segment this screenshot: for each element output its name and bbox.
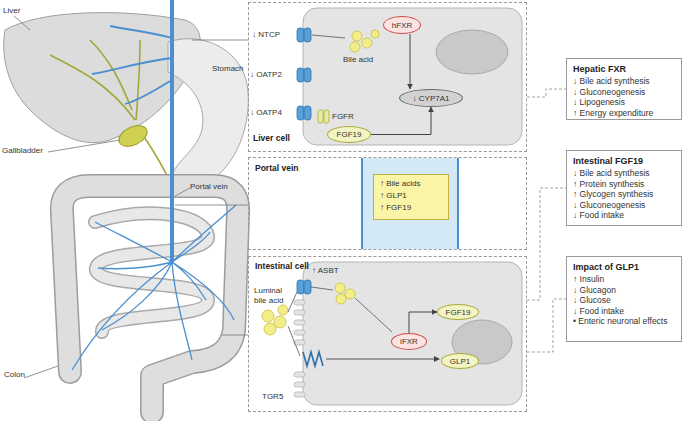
node-heading: Portal vein — [255, 163, 298, 173]
stomach-organ — [168, 39, 248, 189]
node-heading: Hepatic FXR — [573, 63, 675, 75]
effect-box: Impact of GLP1↑ Insulin↓ Glucagon↓ Gluco… — [566, 256, 682, 342]
part-label: Luminal bile acid — [254, 286, 296, 306]
node-text: ↓ Gluconeogenesis — [573, 200, 675, 211]
cell-panel: Intestinal cellFGF19 iFXR GLP1 — [248, 256, 527, 412]
node-heading: hFXR — [392, 21, 412, 30]
part-label: Portal vein — [190, 182, 228, 192]
part-label: Colon — [4, 370, 25, 380]
portal-vein-vessel — [170, 0, 174, 262]
node-text: ↑ Energy expenditure — [573, 108, 675, 119]
cell-panel: Liver cell hFXR ↓ CYP7A1FGF19 — [248, 2, 527, 152]
node-text: ↓ Glucose — [573, 295, 675, 306]
node-text: ↑ Protein synthesis — [573, 179, 675, 190]
node-text: ↑ FGF19 — [380, 202, 442, 214]
colon-outline — [62, 186, 238, 412]
node-text: ↓ Gluconeogenesis — [573, 87, 675, 98]
nucleus — [436, 30, 508, 74]
portal-vein-band — [362, 158, 458, 249]
part-label: FGFR — [332, 112, 354, 122]
node-heading: iFXR — [400, 337, 418, 346]
enzyme-oval: ↓ CYP7A1 — [399, 89, 463, 107]
node-text: ↓ Lipogenesis — [573, 97, 675, 108]
leader-line — [14, 16, 248, 378]
part-label: Gallbladder — [2, 146, 43, 156]
uptake-arrow — [312, 35, 345, 38]
bile-acid-molecule — [350, 30, 379, 52]
node-text: ↑ Glycogen synthesis — [573, 189, 675, 200]
node-text: ↓ Food intake — [573, 210, 675, 221]
part-label: ↓ NTCP — [252, 30, 280, 40]
part-label: ↑ ASBT — [312, 266, 339, 276]
hormone-oval: GLP1 — [441, 353, 479, 369]
node-text: ↓ Bile acid synthesis — [573, 76, 675, 87]
level-box: ↑ Bile acids↑ GLP1↑ FGF19 — [373, 174, 449, 220]
receptor-oval: hFXR — [383, 16, 421, 34]
hormone-oval: FGF19 — [327, 126, 371, 143]
gallbladder-organ — [116, 122, 151, 151]
node-heading: ↓ CYP7A1 — [413, 94, 450, 103]
part-label: ↓ OATP2 — [250, 70, 282, 80]
part-label: Stomach — [212, 64, 244, 74]
arrow-connector — [410, 34, 411, 89]
node-heading: Liver cell — [253, 133, 290, 143]
effect-box: Intestinal FGF19↓ Bile acid synthesis↑ P… — [566, 150, 682, 226]
node-heading: Intestinal cell — [255, 261, 309, 271]
node-heading: Impact of GLP1 — [573, 261, 675, 273]
node-heading: GLP1 — [450, 357, 470, 366]
part-label: TGR5 — [262, 392, 283, 402]
part-label: Bile acid — [343, 55, 373, 65]
microvilli — [294, 300, 305, 397]
node-text: ↑ GLP1 — [380, 190, 442, 202]
dashed-connector — [527, 89, 566, 97]
signal-arrow — [326, 359, 436, 360]
node-text: ↓ Bile acid synthesis — [573, 168, 675, 179]
uptake-arrow — [288, 287, 392, 356]
node-heading: FGF19 — [337, 130, 362, 139]
transporter-symbol — [297, 28, 311, 120]
tgr5-receptor-symbol — [303, 352, 323, 366]
arrow-connector — [371, 107, 431, 135]
node-text: ↓ Food intake — [573, 306, 675, 317]
portal-vein-wall — [362, 158, 458, 249]
part-label: Liver — [3, 6, 20, 16]
dashed-connector — [527, 299, 566, 352]
vessel-panel: Portal vein ↑ Bile acids↑ GLP1↑ FGF19 — [248, 157, 527, 250]
liver-cell-shape — [303, 8, 522, 145]
node-heading: FGF19 — [446, 308, 471, 317]
node-text: ↑ Insulin — [573, 274, 675, 285]
part-label: ↓ OATP4 — [250, 108, 282, 118]
arrow-head — [434, 356, 440, 362]
hormone-oval: FGF19 — [437, 304, 479, 320]
intestinal-cell-shape — [303, 262, 522, 405]
colon-organ — [62, 186, 238, 412]
mesenteric-vessel — [72, 205, 236, 370]
effect-box: Hepatic FXR↓ Bile acid synthesis↓ Glucon… — [566, 58, 682, 120]
transporter-symbol — [297, 280, 311, 294]
receptor-oval: iFXR — [391, 333, 427, 350]
node-text: • Enteric neuronal effects — [573, 316, 675, 327]
receptor-symbol — [318, 110, 329, 123]
node-heading: Intestinal FGF19 — [573, 155, 675, 167]
hepatic-vein-branch — [92, 26, 172, 104]
arrow-connector — [409, 312, 437, 333]
dashed-connector — [527, 188, 566, 300]
node-heading: ↑ Bile acids — [380, 178, 442, 190]
node-text: ↓ Glucagon — [573, 285, 675, 296]
